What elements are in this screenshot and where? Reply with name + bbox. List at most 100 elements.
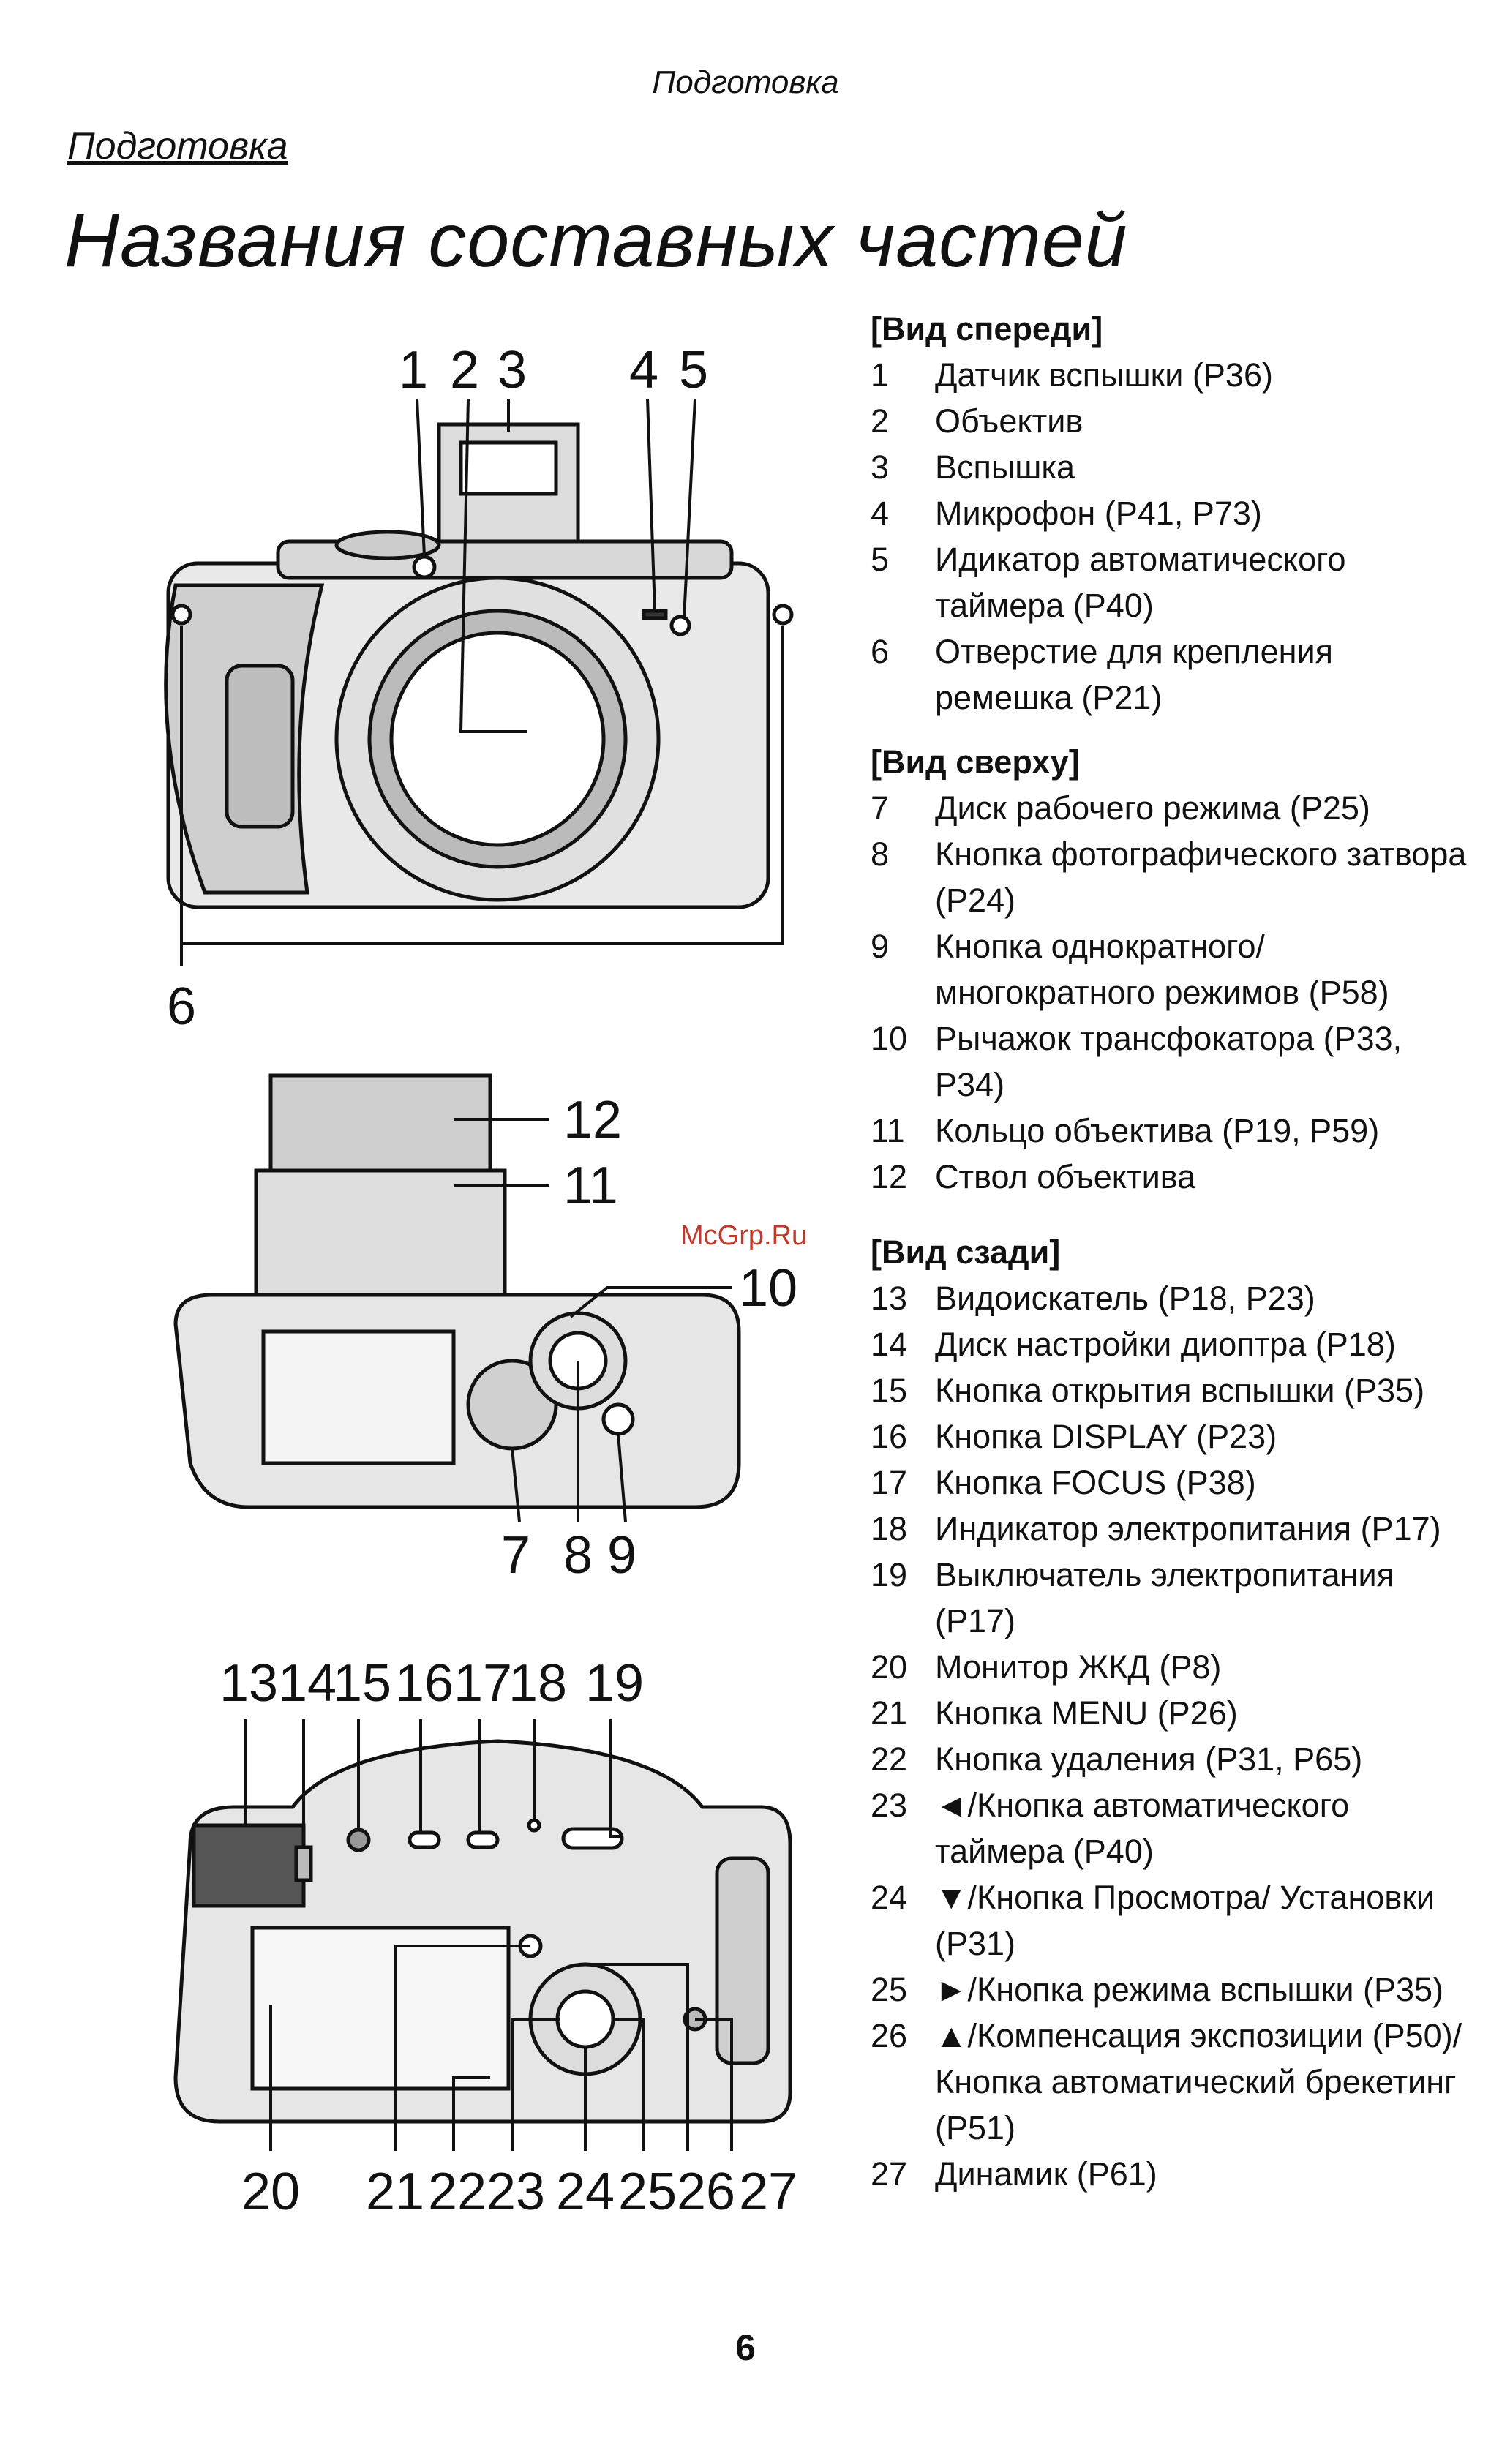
callout-14: 14 (278, 1654, 337, 1713)
callout-22: 22 (428, 2163, 487, 2221)
callout-9: 9 (607, 1526, 636, 1585)
group-title-front: [Вид спереди] (871, 310, 1103, 348)
front-view-diagram: 1 2 3 4 5 6 (164, 341, 794, 1036)
item-text: Идикатор автоматического таймера (P40) (935, 541, 1346, 624)
item-number: 17 (871, 1464, 908, 1501)
callout-3: 3 (497, 341, 527, 399)
item-number: 4 (871, 495, 890, 532)
display-button (408, 1830, 441, 1849)
callout-5: 5 (679, 341, 708, 399)
item-number: 7 (871, 789, 890, 827)
item-number: 19 (871, 1556, 908, 1593)
lens-barrel (268, 1073, 492, 1173)
flash-sensor (412, 555, 437, 579)
lens-ring-top (254, 1168, 507, 1319)
item-text: Кнопка DISPLAY (P23) (935, 1418, 1277, 1455)
item-number: 10 (871, 1020, 908, 1057)
leader-lines-top (454, 1118, 732, 1522)
list-item: 19 Выключатель электропитания (P17) (871, 1552, 1471, 1644)
viewfinder (192, 1823, 306, 1908)
item-number: 9 (871, 928, 890, 965)
item-number: 11 (871, 1112, 905, 1149)
callout-7: 7 (501, 1526, 530, 1585)
list-item: 25 ►/Кнопка режима вспышки (P35) (871, 1967, 1471, 2013)
self-timer-indicator (669, 615, 691, 636)
item-text: Кольцо объектива (P19, P59) (935, 1112, 1380, 1149)
item-text: ▲/Компенсация экспозиции (P50)/Кнопка ав… (935, 2017, 1462, 2146)
diopter-dial (294, 1845, 313, 1882)
callout-25: 25 (618, 2163, 677, 2221)
item-text: ▼/Кнопка Просмотра/ Установки (P31) (935, 1879, 1435, 1962)
item-number: 3 (871, 448, 890, 486)
watermark: McGrp.Ru (680, 1220, 808, 1251)
callout-8: 8 (563, 1526, 593, 1585)
list-item: 23 ◄/Кнопка автоматического таймера (P40) (871, 1782, 1471, 1874)
callout-19: 19 (585, 1654, 644, 1713)
item-number: 8 (871, 835, 890, 873)
list-item: 26 ▲/Компенсация экспозиции (P50)/Кнопка … (871, 2013, 1471, 2151)
lcd-monitor (250, 1926, 511, 2091)
item-number: 5 (871, 541, 890, 578)
callout-24: 24 (556, 2163, 615, 2221)
group-title-back: [Вид сзади] (871, 1233, 1061, 1271)
microphone (642, 609, 668, 620)
item-text: Монитор ЖКД (P8) (935, 1648, 1222, 1686)
item-text: ►/Кнопка режима вспышки (P35) (935, 1971, 1444, 2008)
item-text: Выключатель электропитания (P17) (935, 1556, 1395, 1639)
item-number: 2 (871, 402, 890, 440)
item-number: 12 (871, 1158, 908, 1195)
burst-button (601, 1402, 635, 1436)
group-title-top: [Вид сверху] (871, 743, 1080, 781)
item-text: Ствол объектива (935, 1158, 1196, 1195)
item-text: Рычажок трансфокатора (P33, P34) (935, 1020, 1402, 1103)
item-number: 26 (871, 2017, 908, 2054)
list-item: 22 Кнопка удаления (P31, P65) (871, 1736, 1471, 1782)
mode-dial (334, 530, 441, 560)
item-text: Кнопка удаления (P31, P65) (935, 1740, 1363, 1778)
item-text: Кнопка FOCUS (P38) (935, 1464, 1256, 1501)
item-text: Кнопка MENU (P26) (935, 1694, 1238, 1732)
item-number: 21 (871, 1694, 908, 1732)
callout-21: 21 (366, 2163, 424, 2221)
item-number: 16 (871, 1418, 908, 1455)
camera-body-top (173, 1293, 741, 1509)
callout-26: 26 (677, 2163, 735, 2221)
lens-glass (389, 631, 606, 847)
item-number: 24 (871, 1879, 908, 1916)
item-text: Диск рабочего режима (P25) (935, 789, 1370, 827)
leader-lines-back (244, 1719, 733, 2151)
back-view-diagram: 13 14 15 16 17 18 19 20 21 22 23 24 25 2… (173, 1654, 797, 2221)
item-text: Видоискатель (P18, P23) (935, 1280, 1315, 1317)
page-number: 6 (735, 2327, 756, 2368)
grip-texture (225, 664, 295, 829)
item-text: Микрофон (P41, P73) (935, 495, 1262, 532)
item-number: 6 (871, 633, 890, 670)
item-text: Отверстие для крепления ремешка (P21) (935, 633, 1333, 716)
strap-eyelet-right (772, 604, 794, 626)
list-item: 24 ▼/Кнопка Просмотра/ Установки (P31) (871, 1874, 1471, 1967)
item-number: 25 (871, 1971, 908, 2008)
list-item: 6 Отверстие для крепления ремешка (P21) (871, 628, 1471, 721)
callout-18: 18 (508, 1654, 567, 1713)
back-grip (715, 1856, 770, 2065)
item-text: Динамик (P61) (935, 2155, 1157, 2193)
item-text: Кнопка открытия вспышки (P35) (935, 1372, 1425, 1409)
list-item: 12 Ствол объектива (871, 1154, 1471, 1200)
list-item: 10 Рычажок трансфокатора (P33, P34) (871, 1015, 1471, 1108)
section-label: Подготовка (67, 125, 288, 168)
item-number: 23 (871, 1787, 908, 1824)
item-text: Датчик вспышки (P36) (935, 356, 1273, 394)
item-text: Диск настройки диоптра (P18) (935, 1326, 1396, 1363)
item-number: 22 (871, 1740, 908, 1778)
list-item: 4 Микрофон (P41, P73) (871, 490, 1471, 536)
callout-12: 12 (563, 1091, 622, 1149)
item-text: ◄/Кнопка автоматического таймера (P40) (935, 1787, 1350, 1870)
